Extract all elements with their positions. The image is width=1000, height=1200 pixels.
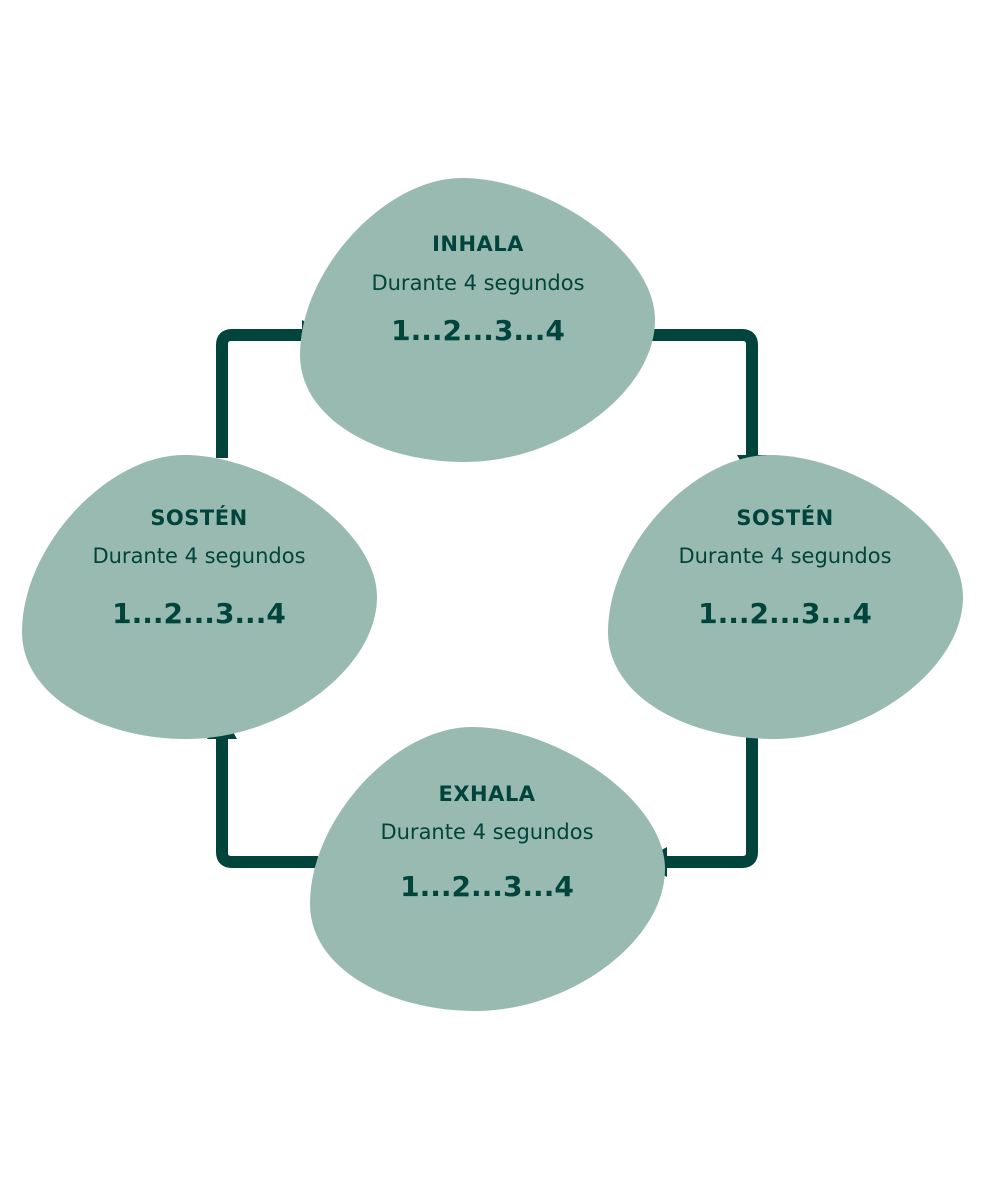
- step-title: EXHALA: [439, 782, 536, 806]
- step-subtitle: Durante 4 segundos: [380, 820, 593, 844]
- step-count: 1...2...3...4: [391, 314, 565, 347]
- step-subtitle: Durante 4 segundos: [92, 544, 305, 568]
- step-subtitle: Durante 4 segundos: [371, 271, 584, 295]
- blob-exhala: [310, 727, 665, 1011]
- step-subtitle: Durante 4 segundos: [678, 544, 891, 568]
- step-title: INHALA: [432, 232, 524, 256]
- step-count: 1...2...3...4: [400, 870, 574, 903]
- step-count: 1...2...3...4: [698, 597, 872, 630]
- step-count: 1...2...3...4: [112, 597, 286, 630]
- step-title: SOSTÉN: [150, 505, 247, 530]
- step-title: SOSTÉN: [736, 505, 833, 530]
